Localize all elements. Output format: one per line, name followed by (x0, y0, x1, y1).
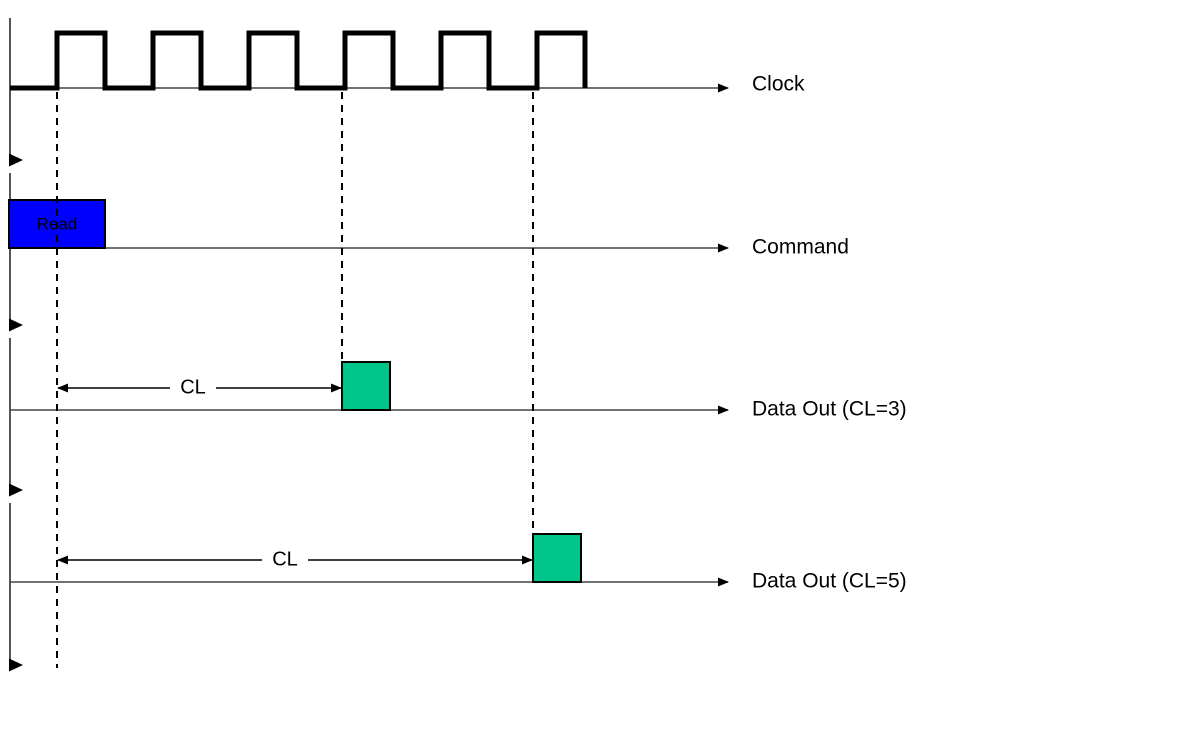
data-out-cl5-burst-box[interactable] (532, 533, 582, 583)
row-data-out-cl3: CL Data Out (CL=3) (9, 338, 907, 497)
command-signal-label: Command (752, 236, 849, 259)
cl5-measure-label: CL (272, 548, 298, 570)
data-out-cl3-signal-label: Data Out (CL=3) (752, 398, 907, 421)
cl3-measure-label: CL (180, 376, 206, 398)
clock-signal-label: Clock (752, 73, 805, 96)
data-out-cl5-signal-label: Data Out (CL=5) (752, 570, 907, 593)
row-clock: Clock (9, 18, 805, 167)
marker-lines-group (56, 92, 534, 668)
row-data-out-cl5: CL Data Out (CL=5) (9, 503, 907, 672)
row-command: Read Command (8, 173, 849, 332)
data-out-cl3-burst-box[interactable] (341, 361, 391, 411)
clock-waveform (10, 30, 588, 91)
